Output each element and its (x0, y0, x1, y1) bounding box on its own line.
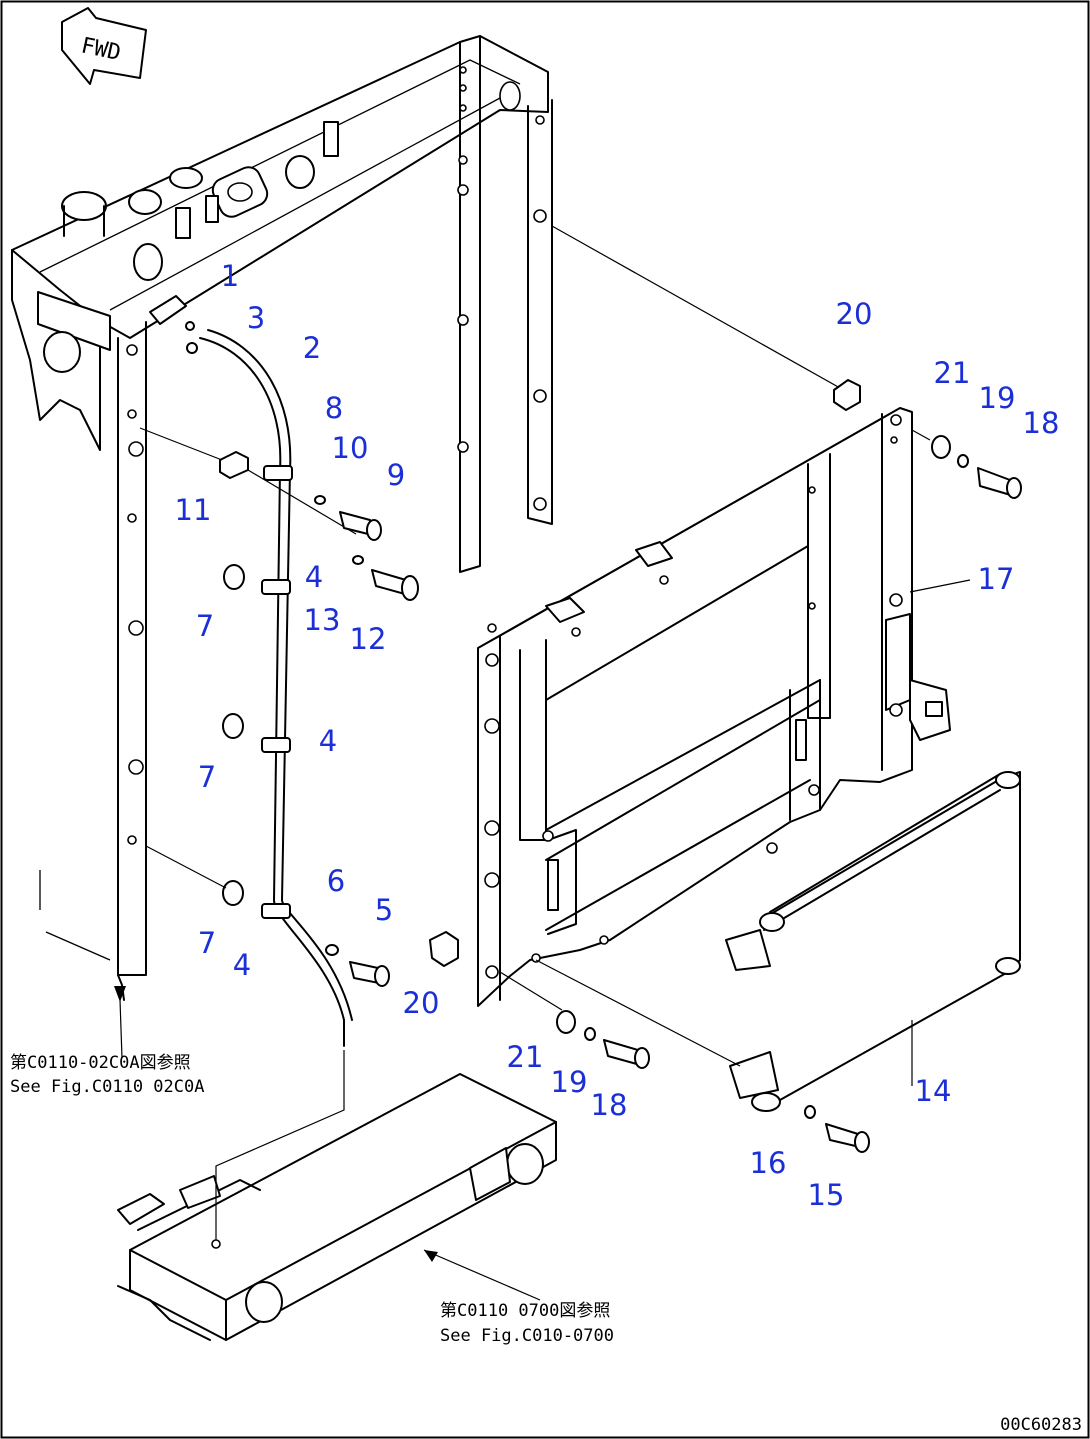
callout-c10: 10 (332, 431, 369, 465)
callout-c15: 15 (808, 1178, 845, 1212)
callout-c13: 13 (304, 603, 341, 637)
callout-c16: 16 (750, 1146, 787, 1180)
oil-cooler-box (117, 1050, 557, 1341)
callout-c12: 12 (350, 622, 387, 656)
callout-c20a: 20 (836, 297, 873, 331)
callout-c20b: 20 (403, 986, 440, 1020)
bolt-12 (352, 555, 419, 601)
leader-ref-a (119, 999, 123, 1059)
bolt-9 (314, 495, 382, 541)
callout-c6: 6 (327, 864, 345, 898)
bracket-11 (139, 427, 357, 535)
reference-notes: 第C0110-02C0A図参照 See Fig.C0110 02C0A 第C0110… (10, 1053, 614, 1346)
callout-c7c: 7 (198, 926, 216, 960)
fasteners-upper-right (551, 225, 1022, 499)
callout-c17: 17 (978, 562, 1015, 596)
drawing-id: 00C60283 (1000, 1415, 1082, 1435)
callout-c21b: 21 (507, 1040, 544, 1074)
callout-c8: 8 (325, 391, 343, 425)
callout-c18a: 18 (1023, 406, 1060, 440)
fwd-label: FWD (79, 33, 123, 66)
callout-c4c: 4 (233, 948, 251, 982)
note-note_b_en: See Fig.C010-0700 (440, 1326, 614, 1346)
callout-c11: 11 (175, 493, 212, 527)
fasteners-lower-left (429, 931, 650, 1069)
callout-c19b: 19 (551, 1065, 588, 1099)
cover-14 (535, 771, 1021, 1112)
callout-c14: 14 (915, 1074, 952, 1108)
callout-c7a: 7 (196, 609, 214, 643)
callout-c5: 5 (375, 893, 393, 927)
note-note_a_en: See Fig.C0110 02C0A (10, 1077, 204, 1097)
callout-c18b: 18 (591, 1088, 628, 1122)
callout-c9: 9 (387, 458, 405, 492)
callout-c1: 1 (221, 259, 239, 293)
radiator-frame-left (11, 35, 549, 1001)
arrow-ref-a (114, 986, 126, 1002)
callout-c4b: 4 (319, 724, 337, 758)
callout-c4a: 4 (305, 560, 323, 594)
note-note_b_jp: 第C0110 0700図参照 (440, 1301, 610, 1321)
leader-17 (909, 579, 971, 593)
cushion-7 (145, 564, 245, 906)
callout-c3: 3 (247, 301, 265, 335)
callout-c19a: 19 (979, 381, 1016, 415)
fwd-arrow-icon: FWD (61, 7, 147, 85)
bolt-5 (325, 944, 390, 987)
note-note_a_jp: 第C0110-02C0A図参照 (10, 1053, 191, 1073)
callout-c21a: 21 (934, 356, 971, 390)
callout-c7b: 7 (198, 760, 216, 794)
callout-c2: 2 (303, 331, 321, 365)
bolt-15 (804, 1105, 870, 1153)
frame-17 (477, 407, 951, 1007)
hose-assembly (149, 295, 353, 1047)
radiator-frame-right-post (457, 35, 553, 573)
